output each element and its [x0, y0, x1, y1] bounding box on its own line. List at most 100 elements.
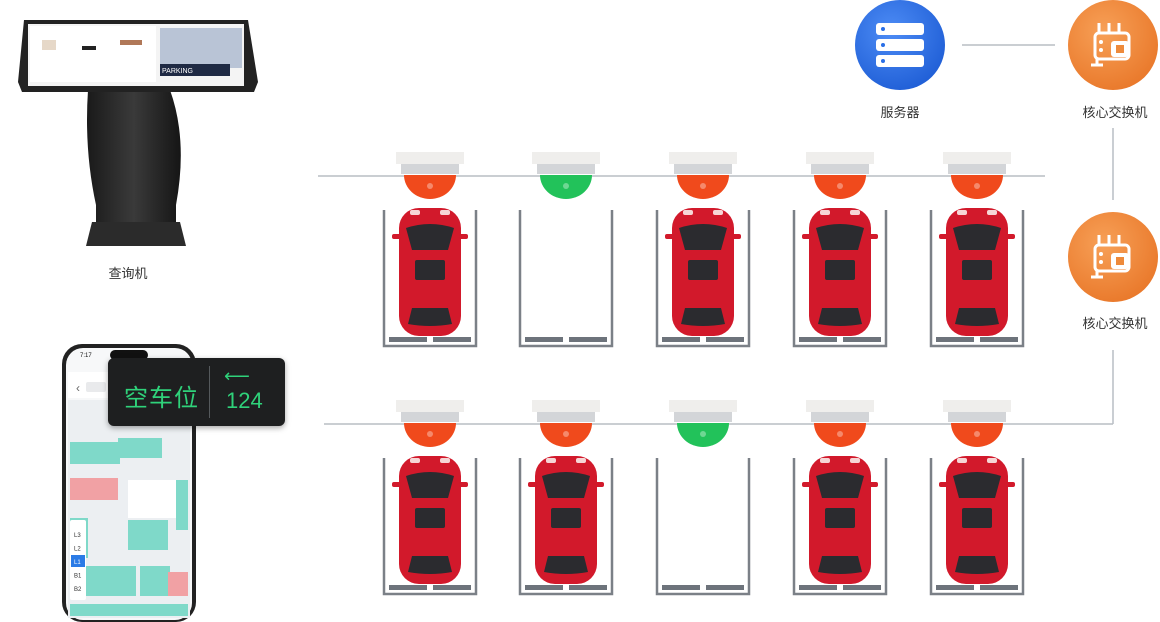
parking-space	[518, 152, 614, 348]
phone-map[interactable]	[70, 438, 188, 616]
indicator-light-glint	[563, 431, 569, 437]
phone-back-icon[interactable]: ‹	[76, 381, 80, 395]
detector-housing	[532, 400, 600, 412]
car-icon	[665, 208, 741, 336]
detector-base	[674, 412, 732, 422]
detector-base	[401, 412, 459, 422]
indicator-light-red	[677, 175, 729, 199]
vacancy-sign: 空车位 ⟵ 124	[108, 358, 285, 426]
indicator-light-glint	[427, 431, 433, 437]
detector-base	[537, 164, 595, 174]
bay-outline	[655, 210, 751, 348]
wheel-stop	[433, 585, 471, 590]
detector-housing	[396, 152, 464, 164]
vacancy-sign-divider	[209, 366, 210, 418]
wheel-stop	[843, 585, 881, 590]
wheel-stop	[980, 337, 1018, 342]
wheel-stop	[799, 585, 837, 590]
parking-space	[382, 400, 478, 596]
indicator-light-red	[540, 423, 592, 447]
floor-option[interactable]: L1	[74, 560, 81, 566]
wheel-stop	[706, 585, 744, 590]
bay-outline	[792, 210, 888, 348]
kiosk-label: 查询机	[108, 266, 148, 281]
vacancy-sign-text: 空车位	[124, 385, 199, 412]
wheel-stop	[389, 337, 427, 342]
wheel-stop	[799, 337, 837, 342]
bay-outline	[382, 210, 478, 348]
bay-outline	[792, 458, 888, 596]
parking-space	[655, 152, 751, 348]
detector-housing	[943, 400, 1011, 412]
parking-space	[792, 400, 888, 596]
detector-housing	[806, 152, 874, 164]
floor-option[interactable]: L3	[74, 533, 81, 539]
indicator-light-red	[404, 175, 456, 199]
floor-option[interactable]: B2	[74, 587, 82, 593]
car-icon	[802, 208, 878, 336]
wheel-stop	[843, 337, 881, 342]
indicator-light-green	[677, 423, 729, 447]
detector-housing	[396, 400, 464, 412]
detector-housing	[532, 152, 600, 164]
parking-space	[929, 152, 1025, 348]
switch-label-top: 核心交换机	[1082, 105, 1148, 120]
detector-base	[811, 164, 869, 174]
parking-space	[929, 400, 1025, 596]
indicator-light-glint	[974, 431, 980, 437]
wheel-stop	[569, 585, 607, 590]
indicator-light-glint	[700, 431, 706, 437]
indicator-light-glint	[563, 183, 569, 189]
wheel-stop	[525, 337, 563, 342]
indicator-light-red	[951, 175, 1003, 199]
phone-time: 7:17	[80, 353, 92, 359]
detector-housing	[669, 400, 737, 412]
parking-space	[655, 400, 751, 596]
server-label: 服务器	[880, 105, 920, 120]
bay-outline	[655, 458, 751, 596]
floor-option[interactable]: B1	[74, 574, 82, 580]
wheel-stop	[569, 337, 607, 342]
vacancy-count: 124	[226, 388, 263, 413]
indicator-light-red	[404, 423, 456, 447]
car-icon	[802, 456, 878, 584]
detector-base	[674, 164, 732, 174]
indicator-light-red	[951, 423, 1003, 447]
bay-outline	[518, 458, 614, 596]
switch-label-mid: 核心交换机	[1082, 316, 1148, 331]
detector-base	[537, 412, 595, 422]
car-icon	[392, 208, 468, 336]
car-icon	[939, 456, 1015, 584]
floor-option[interactable]: L2	[74, 547, 81, 553]
wheel-stop	[662, 585, 700, 590]
parking-space	[382, 152, 478, 348]
wheel-stop	[980, 585, 1018, 590]
indicator-light-green	[540, 175, 592, 199]
bay-outline	[929, 210, 1025, 348]
wheel-stop	[389, 585, 427, 590]
wheel-stop	[525, 585, 563, 590]
bay-outline	[929, 458, 1025, 596]
kiosk-icon: PARKING	[18, 20, 258, 246]
detector-housing	[943, 152, 1011, 164]
indicator-light-glint	[837, 183, 843, 189]
wheel-stop	[936, 337, 974, 342]
detector-base	[948, 164, 1006, 174]
indicator-light-glint	[427, 183, 433, 189]
parking-space	[518, 400, 614, 596]
detector-housing	[806, 400, 874, 412]
switch-icon	[1068, 212, 1158, 302]
bay-outline	[382, 458, 478, 596]
parking-space	[792, 152, 888, 348]
server-icon	[855, 0, 945, 90]
car-icon	[939, 208, 1015, 336]
detector-housing	[669, 152, 737, 164]
wheel-stop	[433, 337, 471, 342]
wheel-stop	[662, 337, 700, 342]
indicator-light-red	[814, 423, 866, 447]
car-icon	[528, 456, 604, 584]
indicator-light-glint	[837, 431, 843, 437]
indicator-light-glint	[700, 183, 706, 189]
kiosk-banner: PARKING	[162, 68, 193, 75]
